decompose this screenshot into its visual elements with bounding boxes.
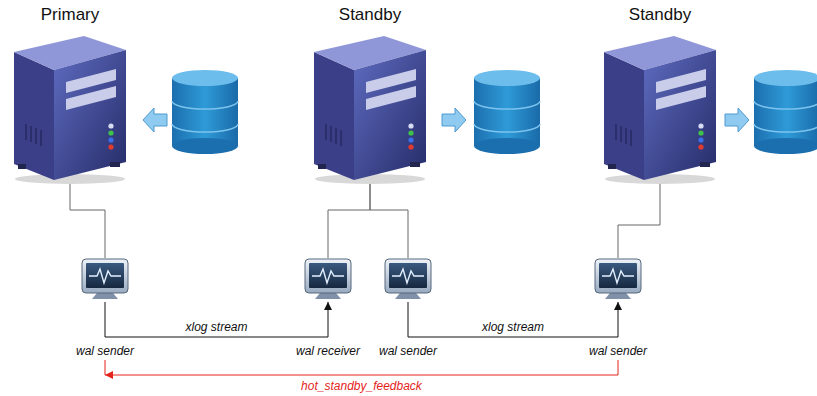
process-name: wal sender <box>365 344 451 358</box>
server-icon <box>592 30 728 185</box>
arrow-head <box>105 371 113 379</box>
block-arrow <box>725 108 749 132</box>
process-node: wal receiver <box>285 258 371 358</box>
server-title: Standby <box>302 4 438 26</box>
block-arrow <box>143 108 167 132</box>
server-node: Standby <box>592 4 728 185</box>
connector <box>408 302 622 337</box>
server-node: Standby <box>302 4 438 185</box>
connector <box>618 181 660 258</box>
connector-line <box>408 302 618 337</box>
server-icon <box>302 30 438 185</box>
monitor-icon <box>62 258 148 300</box>
edge-label: xlog stream <box>479 320 547 334</box>
connector-line <box>618 181 660 258</box>
connector <box>105 302 332 337</box>
database-cylinder <box>754 70 817 154</box>
process-node: wal sender <box>575 258 661 358</box>
arrow-head <box>614 302 622 310</box>
edge-label: hot_standby_feedback <box>298 379 425 393</box>
connector <box>370 181 408 258</box>
monitor-icon <box>365 258 451 300</box>
connector-line <box>70 181 105 258</box>
connector-line <box>105 360 618 375</box>
process-name: wal sender <box>575 344 661 358</box>
monitor-icon <box>575 258 661 300</box>
connector-line <box>370 181 408 258</box>
edge-label: xlog stream <box>182 320 250 334</box>
process-node: wal sender <box>62 258 148 358</box>
server-title: Primary <box>2 4 138 26</box>
database-cylinder <box>474 70 540 154</box>
server-node: Primary <box>2 4 138 185</box>
server-title: Standby <box>592 4 728 26</box>
connector-line <box>328 181 370 258</box>
server-icon <box>2 30 138 185</box>
process-name: wal receiver <box>285 344 371 358</box>
process-name: wal sender <box>62 344 148 358</box>
connector-line <box>105 302 328 337</box>
arrow-head <box>324 302 332 310</box>
monitor-icon <box>285 258 371 300</box>
block-arrow <box>442 108 466 132</box>
process-node: wal sender <box>365 258 451 358</box>
connector <box>105 360 618 379</box>
connector <box>70 181 105 258</box>
connector-line <box>105 360 106 375</box>
database-cylinder <box>172 70 238 154</box>
connector <box>328 181 370 258</box>
